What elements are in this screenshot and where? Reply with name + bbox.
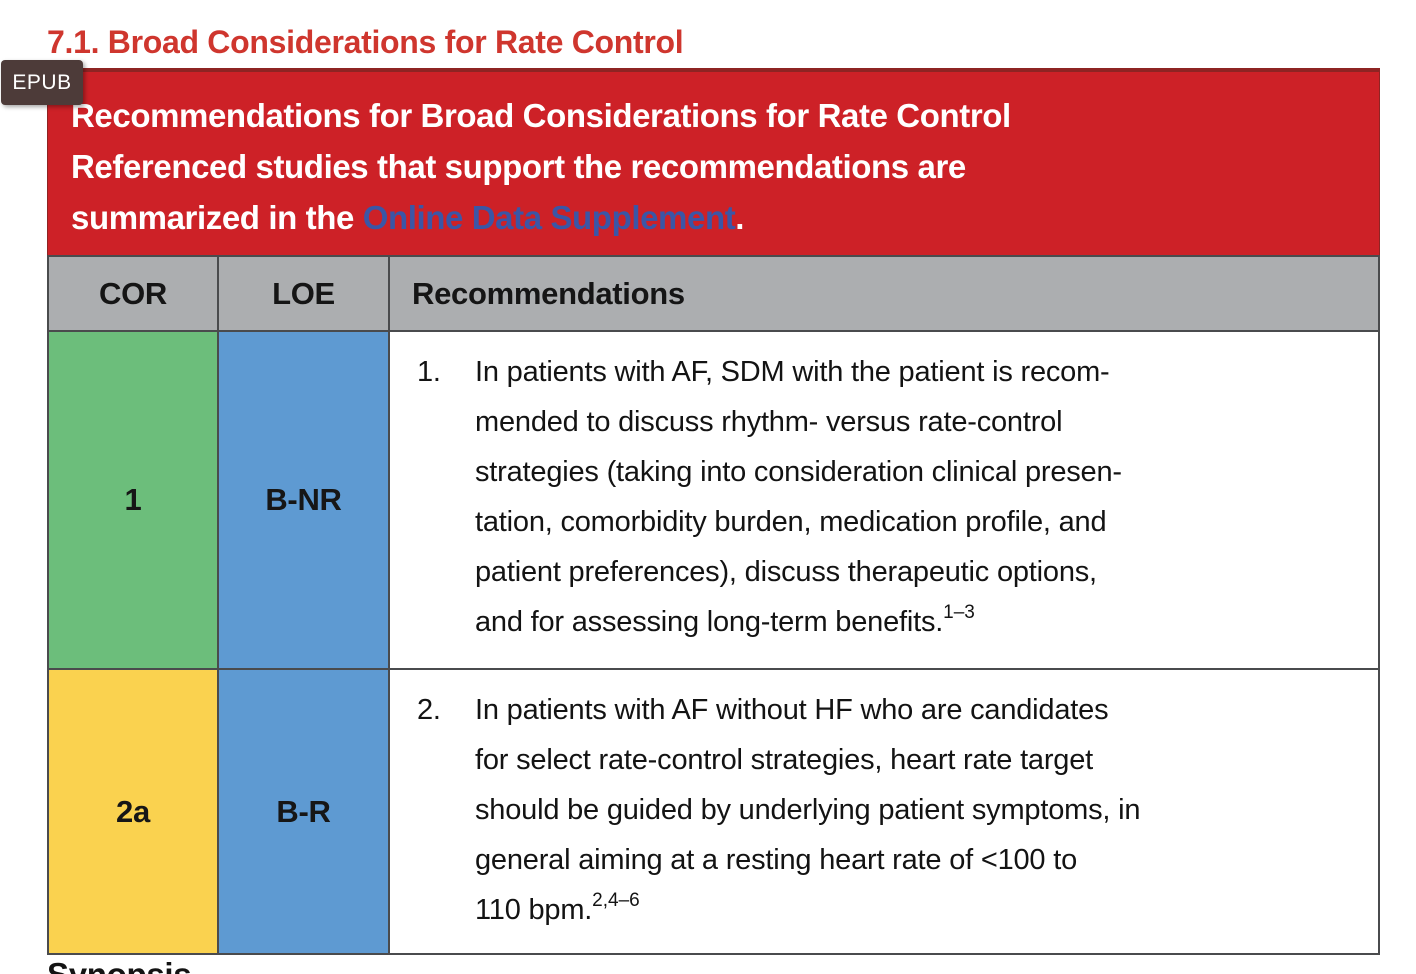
cor-value-row1: 1 bbox=[49, 332, 217, 668]
recommendation-number: 2. bbox=[417, 694, 441, 726]
column-header-cor: COR bbox=[49, 257, 217, 330]
recommendation-text: In patients with AF, SDM with the patien… bbox=[475, 356, 1122, 638]
column-header-recommendations: Recommendations bbox=[390, 257, 1378, 330]
section-heading: 7.1. Broad Considerations for Rate Contr… bbox=[47, 24, 684, 60]
loe-value-row1: B-NR bbox=[219, 332, 388, 668]
online-data-supplement-link[interactable]: Online Data Supplement bbox=[362, 199, 736, 236]
column-header-loe: LOE bbox=[219, 257, 388, 330]
synopsis-heading: Synopsis bbox=[47, 956, 192, 974]
banner-text-period: . bbox=[735, 199, 745, 236]
recommendation-row2: 2. In patients with AF without HF who ar… bbox=[390, 670, 1378, 953]
banner-text: Recommendations for Broad Considerations… bbox=[71, 97, 1011, 236]
recommendation-text: In patients with AF without HF who are c… bbox=[475, 694, 1141, 926]
recommendation-table: Recommendations for Broad Considerations… bbox=[47, 68, 1380, 955]
recommendation-row1: 1. In patients with AF, SDM with the pat… bbox=[390, 332, 1378, 668]
cor-value-row2: 2a bbox=[49, 670, 217, 953]
loe-value-row2: B-R bbox=[219, 670, 388, 953]
table-title-banner: Recommendations for Broad Considerations… bbox=[47, 68, 1380, 255]
epub-badge[interactable]: EPUB bbox=[1, 60, 83, 105]
recommendation-number: 1. bbox=[417, 356, 441, 388]
reference-superscript[interactable]: 2,4–6 bbox=[592, 890, 640, 912]
reference-superscript[interactable]: 1–3 bbox=[943, 602, 975, 624]
cor-loe-table: COR LOE Recommendations 1 B-NR 1. In pat… bbox=[47, 255, 1380, 955]
